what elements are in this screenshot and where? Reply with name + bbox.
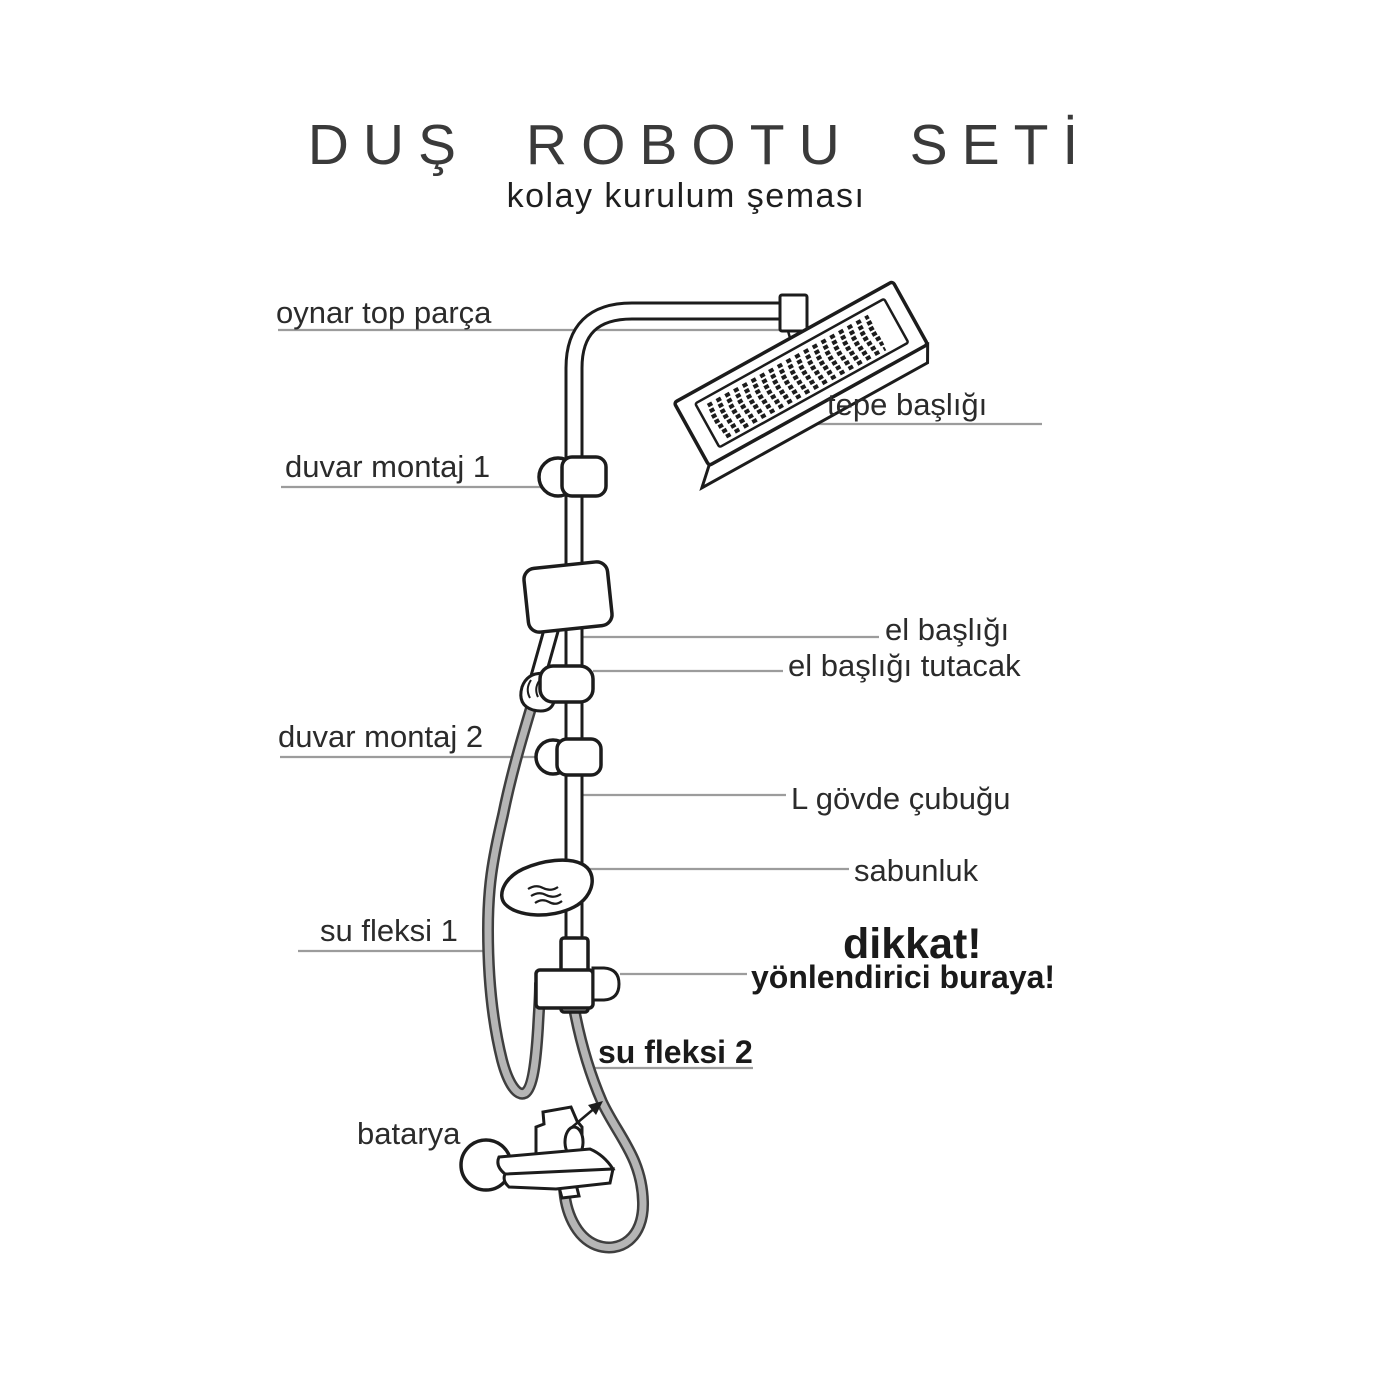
l-body-pipe — [564, 301, 790, 948]
hand-shower-holder — [519, 664, 595, 713]
diverter-tee — [534, 936, 621, 1014]
arrow-shaft — [570, 1106, 597, 1129]
arrow-head — [588, 1101, 603, 1115]
label-tepe-basligi: tepe başlığı — [827, 387, 988, 422]
label-dikkat: dikkat! — [843, 920, 982, 968]
label-el-basligi-tutacak: el başlığı tutacak — [788, 648, 1021, 683]
diverter-knob — [591, 966, 621, 1002]
rain-shower-head — [673, 280, 930, 491]
leader-lines — [278, 328, 1042, 1070]
label-duvar-montaj-1: duvar montaj 1 — [285, 449, 491, 484]
hose-1-fill — [484, 694, 544, 1098]
hand-shower-head — [522, 560, 614, 634]
wall-mount-2 — [534, 737, 603, 777]
faucet-lever-front — [502, 1167, 615, 1191]
nozzle-rows — [706, 314, 887, 439]
connector-block — [778, 293, 809, 333]
hose-2-fill — [560, 1004, 647, 1251]
mount-2-block — [555, 737, 603, 777]
label-duvar-montaj-2: duvar montaj 2 — [278, 719, 484, 754]
label-l-govde-cubugu: L gövde çubuğu — [791, 781, 1011, 816]
pipe-fill — [567, 304, 790, 948]
soap-dish-squiggles — [527, 885, 563, 905]
label-oynar-top-parca: oynar top parça — [276, 295, 492, 330]
tee-horizontal — [534, 968, 595, 1010]
water-flex-hose-2 — [558, 1002, 650, 1254]
label-sabunluk: sabunluk — [854, 853, 979, 888]
page-title: DUŞ ROBOTU SETİ — [307, 113, 1093, 177]
water-flex-hose-1 — [481, 692, 546, 1100]
page-subtitle: kolay kurulum şeması — [506, 177, 866, 215]
label-batarya: batarya — [357, 1116, 461, 1151]
diverter-arrow — [570, 1101, 603, 1129]
mount-1-block — [560, 455, 608, 498]
wall-mount-1 — [537, 455, 608, 498]
label-yonlendirici-buraya: yönlendirici buraya! — [751, 959, 1056, 995]
mixer-faucet — [459, 1105, 616, 1200]
soap-dish-body — [500, 858, 594, 917]
label-su-fleksi-1: su fleksi 1 — [320, 913, 458, 948]
label-su-fleksi-2: su fleksi 2 — [598, 1034, 753, 1070]
holder-body — [538, 664, 595, 704]
holder-grip-line-1 — [526, 679, 532, 699]
soap-dish — [500, 858, 594, 917]
label-el-basligi: el başlığı — [885, 612, 1010, 647]
